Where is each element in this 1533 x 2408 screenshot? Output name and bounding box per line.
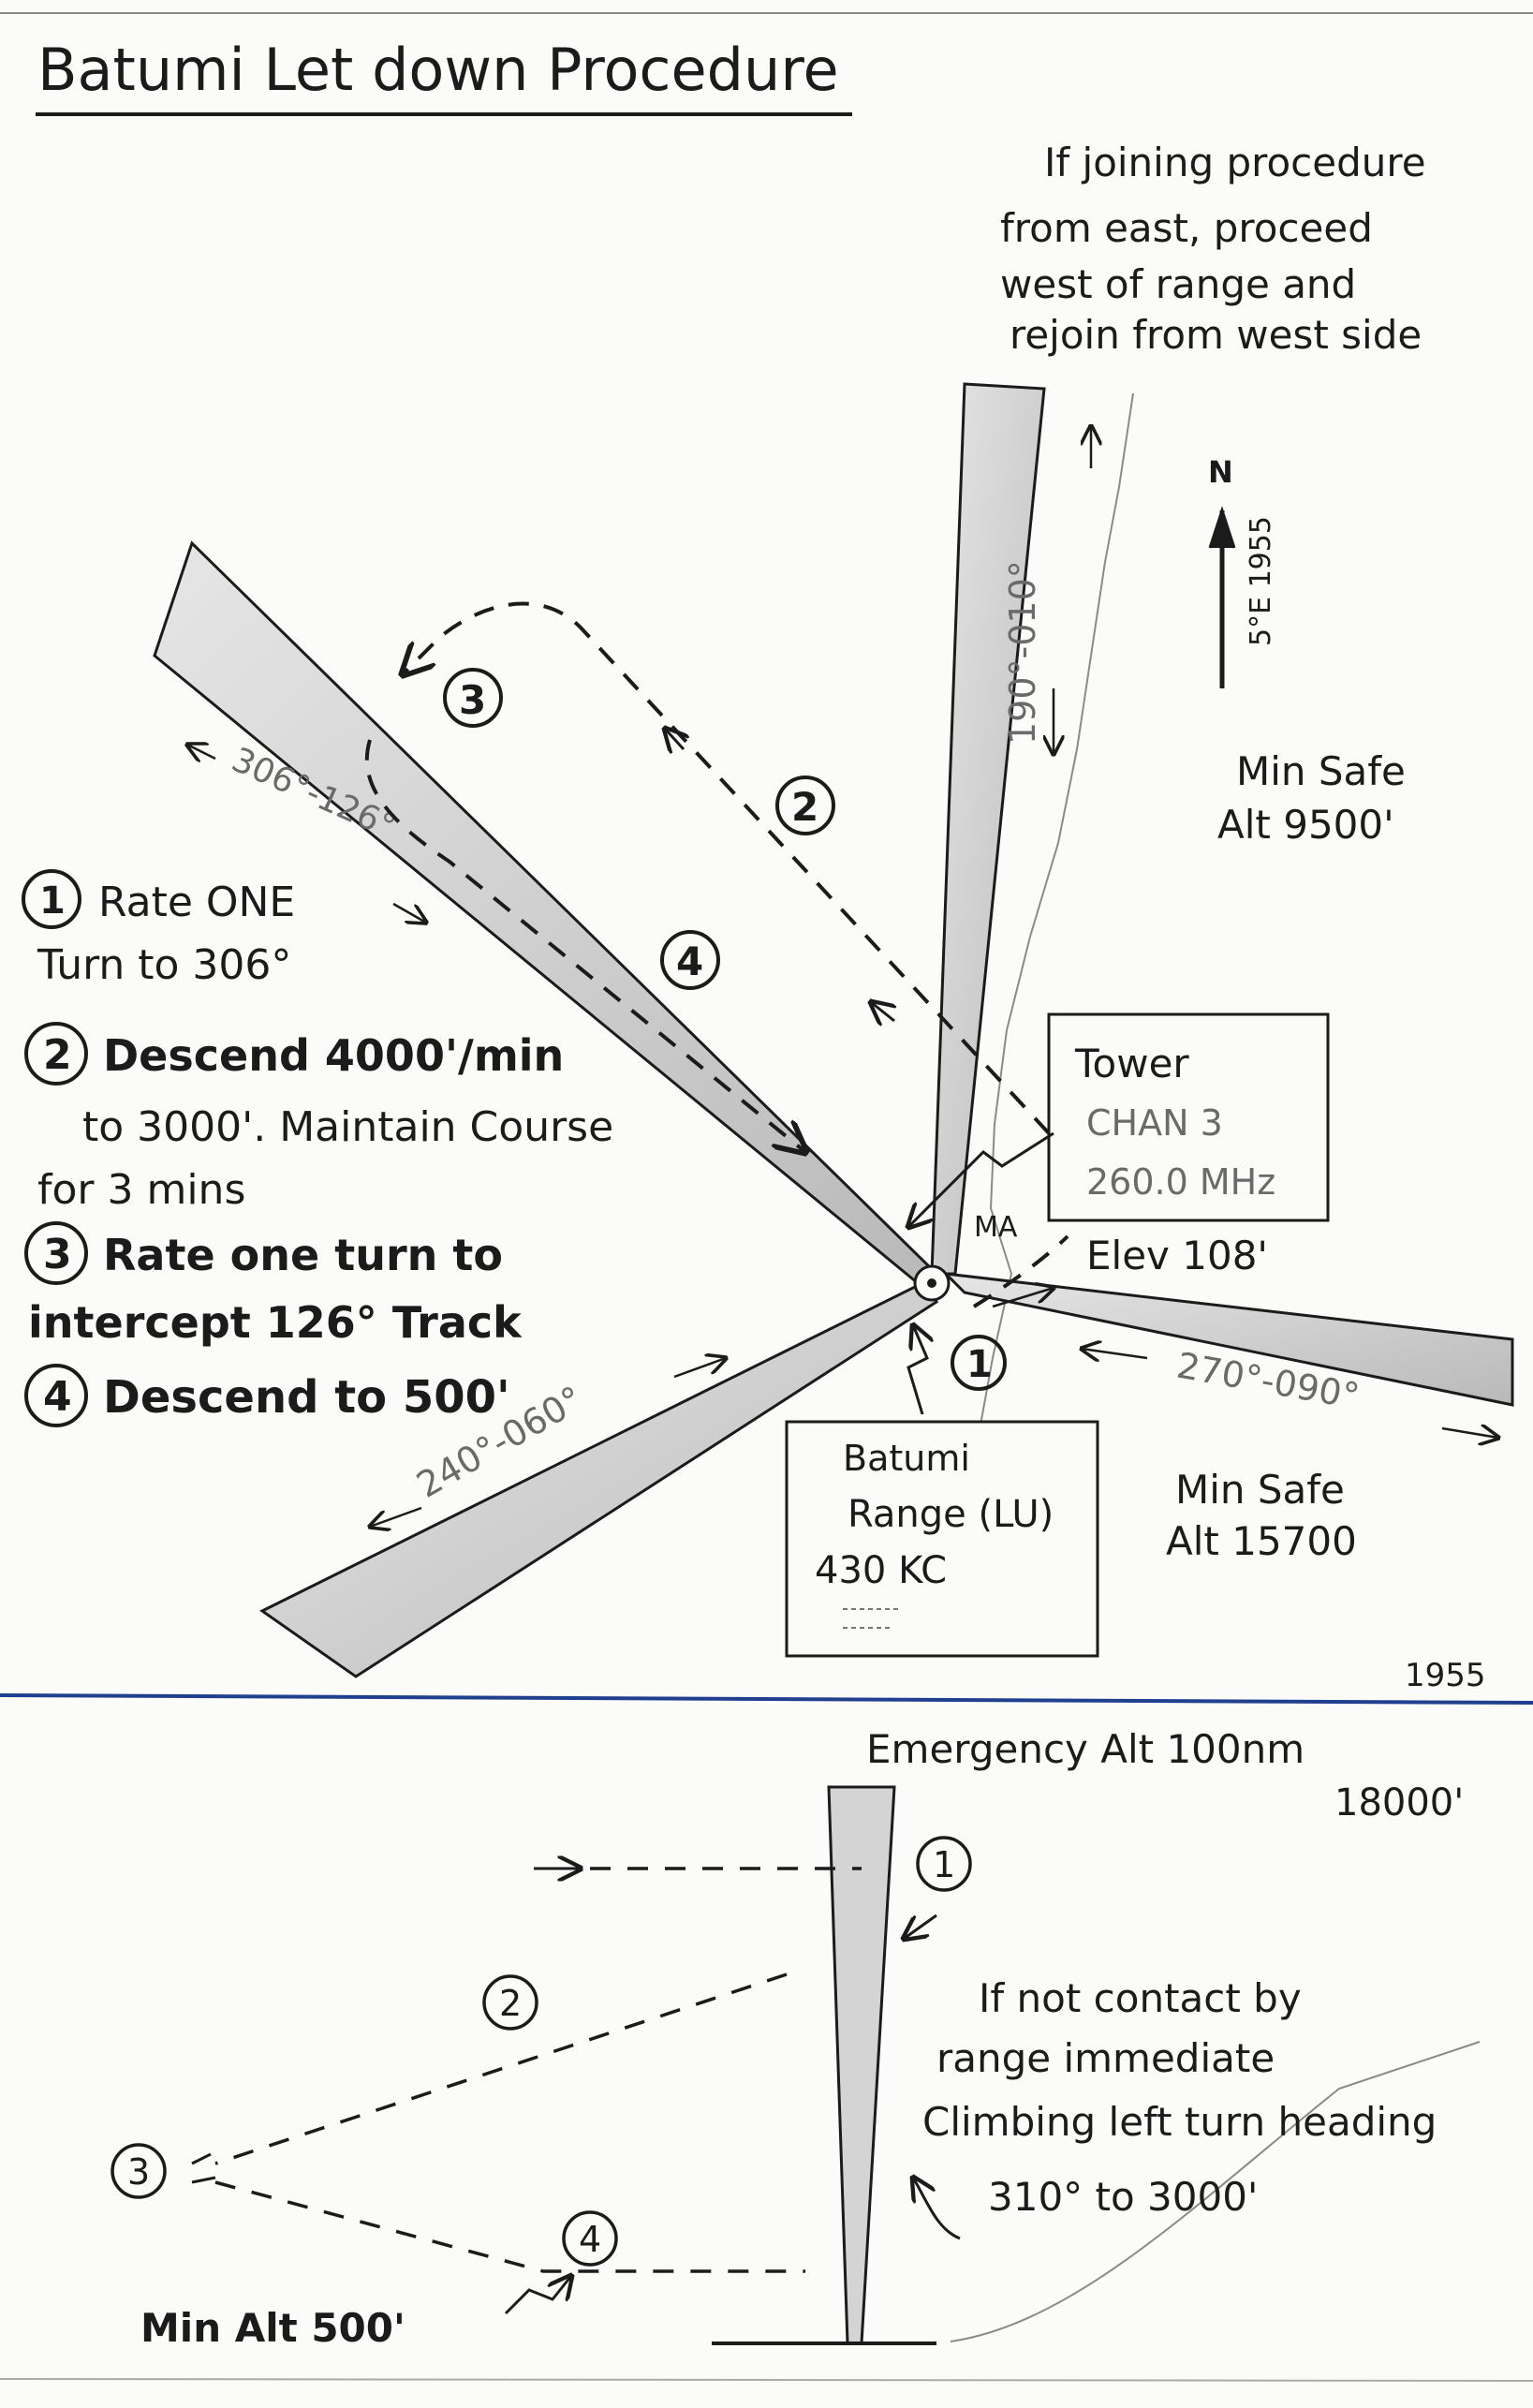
path-inbound — [364, 739, 805, 1152]
instruction-1-line-2: Turn to 306° — [37, 941, 291, 989]
plan-step-markers: 3 2 4 1 — [443, 668, 1007, 1391]
missed-approach-arrow — [913, 2178, 961, 2240]
east-leg-arrow-in — [1082, 1349, 1148, 1358]
instruction-3-line-2: intercept 126° Track — [28, 1297, 523, 1348]
path-turn-306 — [972, 1234, 1069, 1308]
min-safe-se-line-2: Alt 15700 — [1166, 1518, 1357, 1564]
section-divider — [0, 1693, 1533, 1705]
range-signal-bolt — [907, 1325, 927, 1415]
profile-beam — [827, 1785, 896, 2345]
step-instructions: 1 Rate ONE Turn to 306° 2 Descend 4000'/… — [22, 869, 613, 1427]
join-note-line-2: from east, proceed — [1000, 205, 1373, 251]
missed-line-4: 310° to 3000' — [988, 2174, 1258, 2220]
tower-box: Tower CHAN 3 260.0 MHz — [1047, 1012, 1330, 1222]
instruction-2-line-1: Descend 4000'/min — [103, 1030, 564, 1081]
procedure-path — [364, 601, 1069, 1308]
join-note-line-3: west of range and — [1000, 261, 1356, 307]
instruction-4-line-1: Descend to 500' — [103, 1371, 510, 1424]
plan-step-2: 2 — [791, 784, 818, 830]
instruction-2-num: 2 — [43, 1031, 72, 1079]
range-box: Batumi Range (LU) 430 KC — [785, 1420, 1099, 1658]
north-arrow: N 5°E 1955 — [1208, 454, 1277, 688]
profile-step-3: 3 — [127, 2151, 150, 2193]
plan-step-4: 4 — [676, 938, 703, 984]
range-box-line-2: Range (LU) — [848, 1493, 1054, 1536]
path-upper-arrow — [665, 729, 684, 749]
tower-line-3: 260.0 MHz — [1086, 1161, 1275, 1203]
min-alt-arrow — [504, 2276, 571, 2315]
missed-line-1: If not contact by — [979, 1975, 1302, 2021]
missed-approach-note: If not contact by range immediate Climbi… — [922, 1975, 1437, 2220]
page-title: Batumi Let down Procedure — [37, 36, 839, 104]
east-beam — [941, 1272, 1514, 1407]
station-mark: MA — [974, 1211, 1018, 1244]
profile-path — [214, 1867, 862, 2273]
instruction-3-num: 3 — [43, 1231, 72, 1278]
elevation-label: Elev 108' — [1086, 1233, 1268, 1278]
min-safe-ne-line-1: Min Safe — [1236, 748, 1406, 794]
profile-step-4: 4 — [579, 2219, 601, 2260]
profile-step-markers: 1 2 3 4 — [111, 1836, 972, 2267]
join-note-line-1: If joining procedure — [1044, 140, 1426, 185]
instruction-4-num: 4 — [43, 1373, 72, 1421]
range-beams — [153, 382, 1514, 1678]
plan-step-3: 3 — [459, 677, 486, 723]
tower-signal-bolt — [908, 1131, 1054, 1227]
profile-descent-2 — [214, 1972, 788, 2165]
year-label: 1955 — [1405, 1657, 1486, 1694]
northwest-leg-arrow-out — [187, 745, 216, 759]
profile-turn-arrow — [904, 1913, 937, 1939]
tower-line-2: CHAN 3 — [1086, 1102, 1223, 1144]
emergency-line-2: 18000' — [1334, 1781, 1464, 1824]
range-box-line-3: 430 KC — [815, 1549, 947, 1592]
profile-turn-mark — [191, 2152, 216, 2184]
profile-descent-4 — [214, 2180, 805, 2273]
join-note-line-4: rejoin from west side — [1010, 312, 1422, 358]
instruction-2-line-3: for 3 mins — [37, 1166, 245, 1214]
min-safe-se-line-1: Min Safe — [1175, 1467, 1345, 1513]
instruction-3-line-1: Rate one turn to — [103, 1230, 503, 1280]
plan-step-1: 1 — [966, 1343, 993, 1386]
north-beam — [930, 382, 1046, 1276]
path-mid-arrow — [871, 1002, 894, 1021]
instruction-2-line-2: to 3000'. Maintain Course — [82, 1103, 613, 1151]
southwest-leg-arrow-out — [370, 1506, 422, 1527]
min-safe-ne-line-2: Alt 9500' — [1217, 802, 1394, 848]
station-center — [927, 1278, 936, 1288]
bottom-border — [0, 2378, 1533, 2382]
path-outbound — [403, 601, 1051, 1135]
missed-line-2: range immediate — [936, 2035, 1275, 2081]
east-leg-arrow-out — [1441, 1428, 1498, 1438]
min-alt-label: Min Alt 500' — [140, 2305, 405, 2351]
profile-step-1: 1 — [933, 1844, 955, 1885]
profile-step-2: 2 — [499, 1983, 522, 2024]
north-leg-label: 190°-010° — [1002, 560, 1043, 745]
magnetic-variation: 5°E 1955 — [1245, 516, 1277, 646]
profile-terrain — [950, 2041, 1481, 2342]
elevation-arrow — [992, 1288, 1054, 1308]
northwest-leg-arrow-in — [392, 902, 426, 923]
join-note: If joining procedure from east, proceed … — [1000, 140, 1426, 358]
range-box-line-1: Batumi — [843, 1438, 970, 1479]
north-letter: N — [1208, 454, 1233, 490]
instruction-1-line-1: Rate ONE — [98, 879, 295, 926]
tower-line-1: Tower — [1074, 1041, 1189, 1086]
emergency-line-1: Emergency Alt 100nm — [866, 1726, 1305, 1772]
instruction-1-num: 1 — [39, 879, 66, 923]
missed-line-3: Climbing left turn heading — [922, 2099, 1437, 2145]
southwest-leg-arrow-in — [673, 1358, 726, 1379]
